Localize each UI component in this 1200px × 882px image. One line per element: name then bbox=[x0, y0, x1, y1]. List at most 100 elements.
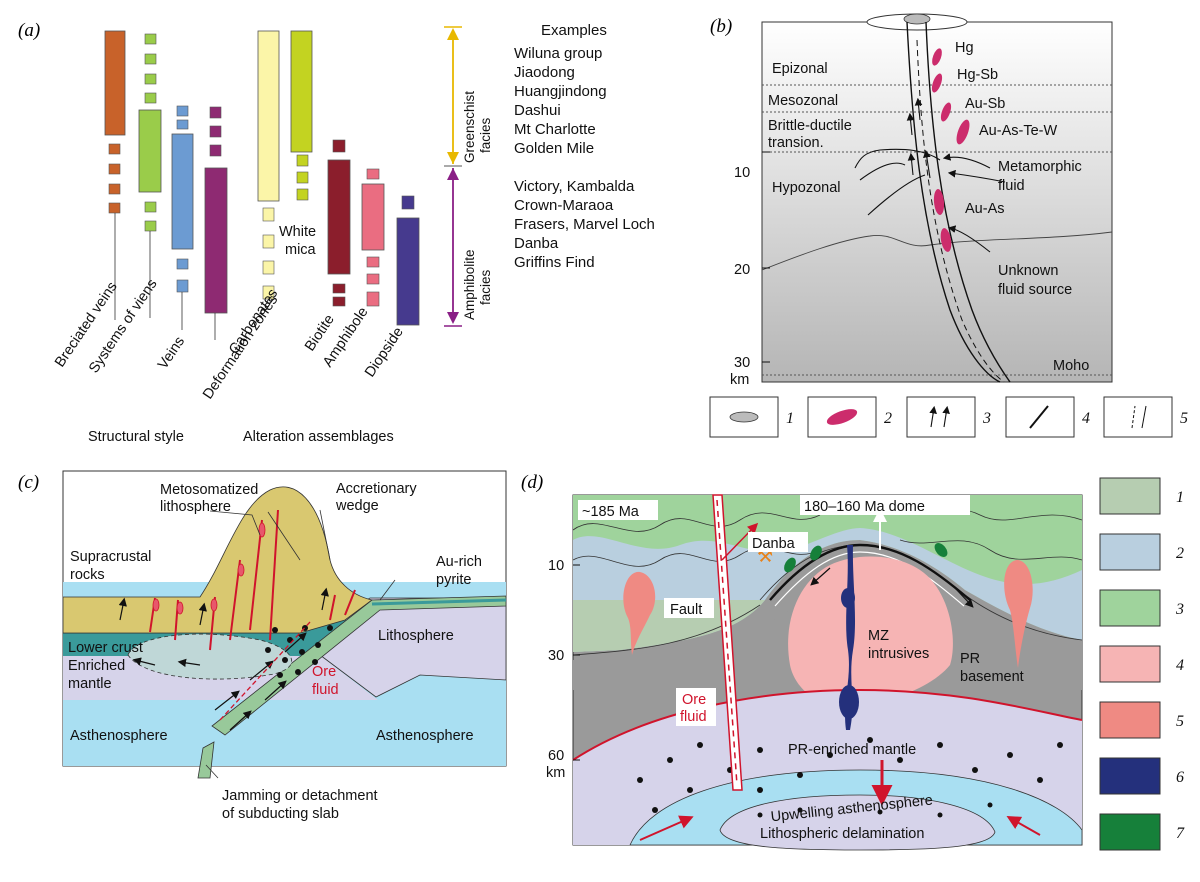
depth-unit: km bbox=[546, 765, 565, 781]
legend-number: 1 bbox=[786, 410, 794, 427]
panel-b-letter: (b) bbox=[710, 16, 732, 37]
facies-amphibolite-1: Amphibolite bbox=[462, 249, 477, 320]
label-veins: Veins bbox=[155, 334, 188, 372]
example-item: Griffins Find bbox=[514, 254, 595, 271]
label-pr-basement-2: basement bbox=[960, 669, 1024, 685]
example-item: Huangjindong bbox=[514, 83, 607, 100]
mantle-dots bbox=[637, 737, 1063, 818]
bar-amphibole bbox=[361, 168, 385, 307]
example-item: Jiaodong bbox=[514, 64, 575, 81]
label-enriched-2: mantle bbox=[68, 676, 112, 692]
label-au-rich-1: Au-rich bbox=[436, 554, 482, 570]
ore-body-icon bbox=[933, 189, 945, 215]
placer-icon bbox=[903, 13, 931, 25]
fluid-label: Unknown bbox=[998, 263, 1058, 279]
zone-mesozonal: Mesozonal bbox=[768, 93, 838, 109]
zone-brittle: Brittle-ductile bbox=[768, 118, 852, 134]
label-fault: Fault bbox=[670, 602, 702, 618]
examples-list: Examples Wiluna group Jiaodong Huangjind… bbox=[514, 22, 655, 271]
label-lithosphere: Lithosphere bbox=[378, 628, 454, 644]
ore-body-icon bbox=[940, 102, 952, 122]
slab-arrows bbox=[118, 587, 329, 731]
bar-deformation-zones bbox=[204, 106, 228, 340]
facies-scale: Greenschist facies Amphibolite facies bbox=[444, 26, 493, 327]
label-ore-fluid-2: fluid bbox=[680, 709, 707, 725]
white-mica-label-1: White bbox=[279, 224, 316, 240]
fluid-label: Metamorphic bbox=[998, 159, 1082, 175]
legend-swatch bbox=[1099, 645, 1161, 683]
depth-tick: 30 bbox=[548, 648, 564, 664]
legend-number: 4 bbox=[1176, 657, 1184, 674]
label-pr-basement-1: PR bbox=[960, 651, 980, 667]
label-supracrustal-1: Supracrustal bbox=[70, 549, 151, 565]
panel-b: (b) bbox=[709, 13, 1188, 438]
label-metasomatized-2: lithosphere bbox=[160, 499, 231, 515]
label-metasomatized-1: Metosomatized bbox=[160, 482, 258, 498]
label-ore-fluid-1: Ore bbox=[682, 692, 706, 708]
legend-placer-icon bbox=[729, 411, 759, 423]
example-item: Danba bbox=[514, 235, 559, 252]
label-accretionary-1: Accretionary bbox=[336, 481, 417, 497]
legend-swatch bbox=[1099, 477, 1161, 515]
ore-body-icon bbox=[940, 228, 952, 252]
label-carbonates: Carbonates bbox=[226, 286, 281, 357]
fluid-label: fluid source bbox=[998, 282, 1072, 298]
depth-tick: 20 bbox=[734, 262, 750, 278]
bar-biotite bbox=[327, 139, 351, 307]
facies-amphibolite-2: facies bbox=[478, 269, 493, 305]
example-item: Dashui bbox=[514, 102, 561, 119]
panel-c: (c) bbox=[18, 470, 507, 822]
bar-breciated-veins bbox=[104, 30, 126, 320]
legend-swatch bbox=[1099, 757, 1161, 795]
depth-tick: 60 bbox=[548, 748, 564, 764]
example-item: Victory, Kambalda bbox=[514, 178, 635, 195]
white-mica-label-2: mica bbox=[285, 242, 317, 258]
fluid-arrows bbox=[854, 97, 1006, 253]
label-pr-mantle: PR-enriched mantle bbox=[788, 742, 916, 758]
label-mz-1: MZ bbox=[868, 628, 889, 644]
legend-swatch bbox=[1099, 533, 1161, 571]
legend-number: 3 bbox=[1175, 601, 1184, 618]
fluid-dots bbox=[265, 625, 333, 678]
group-alteration: Alteration assemblages bbox=[243, 429, 394, 445]
fault-zone bbox=[712, 494, 743, 791]
ore-body-icon bbox=[932, 48, 942, 66]
zone-transition: transion. bbox=[768, 135, 824, 151]
example-item: Crown-Maraoa bbox=[514, 197, 614, 214]
legend-b: 1 2 3 4 5 bbox=[709, 396, 1188, 438]
panel-a-letter: (a) bbox=[18, 20, 40, 41]
label-delamination: Lithospheric delamination bbox=[760, 826, 924, 842]
ore-body-icon bbox=[931, 73, 943, 93]
label-asthenosphere-right: Asthenosphere bbox=[376, 728, 474, 744]
label-age185: ~185 Ma bbox=[582, 504, 640, 520]
bar-white-mica: White mica bbox=[279, 30, 317, 258]
depth-unit: km bbox=[730, 372, 749, 388]
label-enriched-1: Enriched bbox=[68, 658, 125, 674]
deposit-au-as-te-w: Au-As-Te-W bbox=[979, 123, 1057, 139]
example-item: Golden Mile bbox=[514, 140, 594, 157]
legend-number: 2 bbox=[884, 410, 892, 427]
legend-ore-icon bbox=[826, 409, 858, 425]
label-jamming-2: of subducting slab bbox=[222, 806, 339, 822]
zone-hypozonal: Hypozonal bbox=[772, 180, 841, 196]
label-lower-crust: Lower crust bbox=[68, 640, 143, 656]
intrusion-bulb bbox=[839, 685, 859, 719]
deposit-hg: Hg bbox=[955, 40, 974, 56]
label-systems: Systems of viens bbox=[86, 276, 161, 376]
legend-fault-icon bbox=[1029, 405, 1049, 429]
label-dome: 180–160 Ma dome bbox=[804, 499, 925, 515]
group-structural: Structural style bbox=[88, 429, 184, 445]
legend-number: 1 bbox=[1176, 489, 1184, 506]
label-jamming-1: Jamming or detachment bbox=[222, 788, 378, 804]
depth-tick: 30 bbox=[734, 355, 750, 371]
zone-epizonal: Epizonal bbox=[772, 61, 828, 77]
example-item: Frasers, Marvel Loch bbox=[514, 216, 655, 233]
ore-body-icon bbox=[956, 119, 970, 145]
bar-carbonates bbox=[257, 30, 280, 300]
legend-number: 2 bbox=[1176, 545, 1184, 562]
label-danba: Danba bbox=[752, 536, 796, 552]
label-au-rich-2: pyrite bbox=[436, 572, 471, 588]
legend-number: 6 bbox=[1176, 769, 1184, 786]
label-ore-fluid-1: Ore bbox=[312, 664, 336, 680]
